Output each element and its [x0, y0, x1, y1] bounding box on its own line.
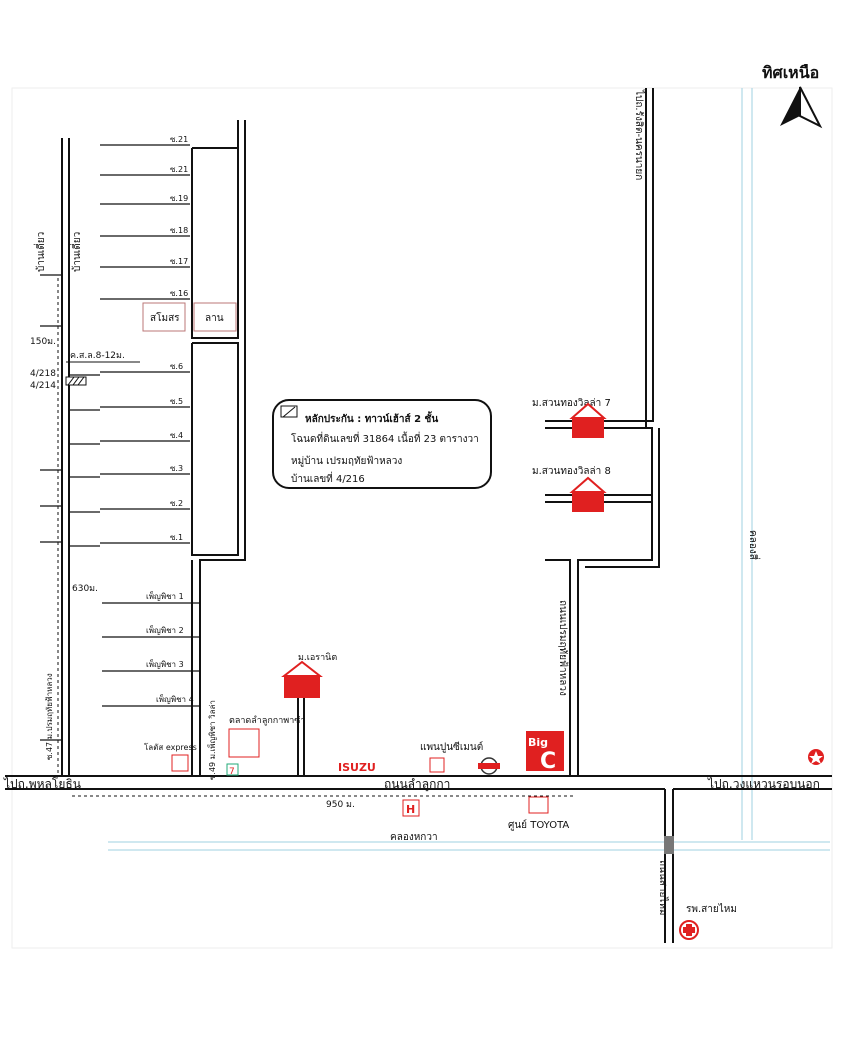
penpicha-label: เพ็ญพิชา 4 [156, 694, 194, 704]
soi-label: ซ.17 [170, 257, 188, 266]
svg-text:H: H [406, 803, 415, 816]
info-line4: บ้านเลขที่ 4/216 [291, 471, 365, 485]
village8-label: ม.สวนทองวิลล่า 8 [532, 466, 611, 477]
soi-label: ซ.2 [170, 499, 183, 508]
penpicha-label: เพ็ญพิชา 2 [146, 625, 184, 635]
aeranit-road [297, 698, 305, 777]
village-label-right: บ้านเดี่ยว [69, 232, 83, 272]
penpicha-roads: เพ็ญพิชา 1 เพ็ญพิชา 2 เพ็ญพิชา 3 เพ็ญพิชา 4 [102, 591, 200, 707]
soi47-label: ซ.47 ม.ปรมฤทัยฟ้าหลวง [45, 673, 54, 760]
soi-label: ซ.5 [170, 397, 183, 406]
soi-label: ซ.4 [170, 431, 183, 440]
building-label: ค.ส.ล.8-12ม. [70, 351, 125, 361]
north-label: ทิศเหนือ [762, 63, 819, 82]
collateral-info-box: หลักประกัน : ทาวน์เฮ้าส์ 2 ชั้น โฉนดที่ด… [272, 399, 492, 489]
penpicha-label: เพ็ญพิชา 1 [146, 591, 184, 601]
village8-house-icon [569, 476, 607, 512]
village-label-left: บ้านเดี่ยว [33, 232, 47, 272]
to-ring-road-label: ไปถ.วงแหวนรอบนอก [707, 777, 820, 791]
house-number-2: 4/214 [30, 381, 56, 391]
svg-text:C: C [540, 749, 556, 774]
clubhouse-box [142, 302, 186, 332]
lam-luk-ka-road [5, 775, 832, 943]
village-block [191, 120, 246, 776]
toyota-box [528, 796, 549, 814]
soi-label: ซ.21 [170, 165, 188, 174]
clubhouse-label: สโมสร [150, 311, 180, 324]
soi-label: ซ.3 [170, 464, 183, 473]
village7-label: ม.สวนทองวิลล่า 7 [532, 398, 611, 409]
soi-label: ซ.21 [170, 135, 188, 144]
khlong-hok-wa-label: คลองหกวา [390, 832, 438, 843]
isuzu-logo: ISUZU [338, 761, 376, 774]
plaza-box [193, 302, 237, 332]
khlong-si-label: คลองสี่ [747, 530, 761, 560]
soi-roads: ซ.21 ซ.21 ซ.19 ซ.18 ซ.17 ซ.16 ซ.6 ซ.5 ซ.4 ซ.3 ซ.2 ซ… [69, 135, 190, 547]
lotus-label: โลตัส express [144, 742, 197, 752]
svg-text:Big: Big [528, 736, 548, 749]
seven-eleven-icon: 7 [226, 763, 239, 777]
soi-label: ซ.18 [170, 226, 188, 235]
to-rangsit-label: ไปถ.รังสิต-นครนายก [633, 89, 645, 180]
canals [108, 88, 830, 851]
nissan-logo [478, 757, 500, 775]
cement-label: แพนปูนซีเมนต์ [420, 741, 483, 753]
soi-label: ซ.16 [170, 289, 188, 298]
distance-950: 950 ม. [326, 800, 355, 810]
village-main-road [61, 138, 70, 776]
soi-label: ซ.1 [170, 533, 183, 542]
aeranit-house-icon [281, 660, 323, 698]
honda-logo: H [402, 799, 420, 817]
north-arrow-icon [780, 86, 823, 129]
shell-station-icon [808, 749, 824, 765]
canal-crossing [664, 836, 674, 854]
saimai-road-label: ถนนสายไหม [657, 860, 669, 916]
soi-label: ซ.6 [170, 362, 183, 371]
info-line1: หลักประกัน : ทาวน์เฮ้าส์ 2 ชั้น [305, 411, 438, 425]
soi49-label: ซ.49 ม.เพ็ญพิชา วิลล่า [207, 700, 217, 780]
village7-house-icon [569, 402, 607, 438]
house-number-1: 4/218 [30, 369, 56, 379]
market-label: ตลาดลำลูกกาพาซ่า [229, 715, 305, 726]
lotus-box [171, 754, 189, 772]
to-phahonyothin-label: ไปถ.พหลโยธิน [3, 777, 81, 791]
soi-label: ซ.19 [170, 194, 188, 203]
distance-150: 150ม. [30, 337, 56, 347]
prem-fah-luang-label: ถนนเปรมฤทัยฟ้าหลวง [557, 600, 569, 696]
info-line2: โฉนดที่ดินเลขที่ 31864 เนื้อที่ 23 ตาราง… [291, 431, 479, 445]
hospital-label: รพ.สายไหม [686, 903, 737, 915]
hospital-icon [679, 920, 699, 940]
penpicha-label: เพ็ญพิชา 3 [146, 659, 184, 669]
cement-box [429, 757, 445, 773]
bigc-logo: Big C [526, 731, 564, 774]
plaza-label: ลาน [205, 313, 224, 324]
market-box [228, 728, 260, 758]
distance-630: 630ม. [72, 584, 98, 594]
aeranit-label: ม.เอรานิต [298, 652, 337, 663]
toyota-label: ศูนย์ TOYOTA [508, 819, 569, 831]
svg-text:7: 7 [229, 767, 235, 777]
info-line3: หมู่บ้าน เปรมฤทัยฟ้าหลวง [291, 455, 402, 467]
hatch-marker [67, 376, 85, 386]
lam-luk-ka-label: ถนนลำลูกกา [384, 777, 450, 792]
